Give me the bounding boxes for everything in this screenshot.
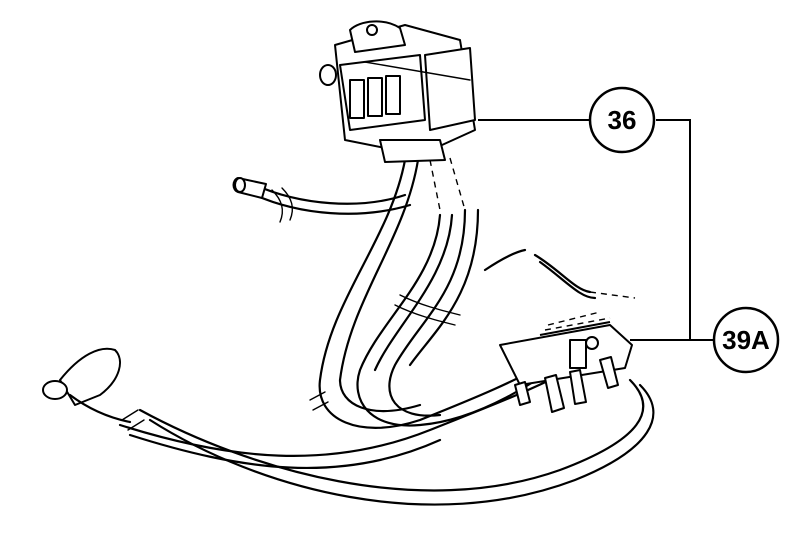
callout-leaders [478, 119, 716, 341]
callout-39a-label: 39A [722, 325, 770, 355]
callout-39a: 39A [712, 306, 780, 374]
electronic-module [319, 20, 476, 211]
terminal-connector [499, 311, 633, 413]
temperature-sensor [232, 177, 267, 199]
wire-break-marks [121, 187, 461, 431]
callout-36: 36 [588, 86, 656, 154]
harness-wires [118, 158, 655, 506]
end-cap-connector [42, 347, 132, 424]
callout-36-label: 36 [608, 105, 637, 135]
